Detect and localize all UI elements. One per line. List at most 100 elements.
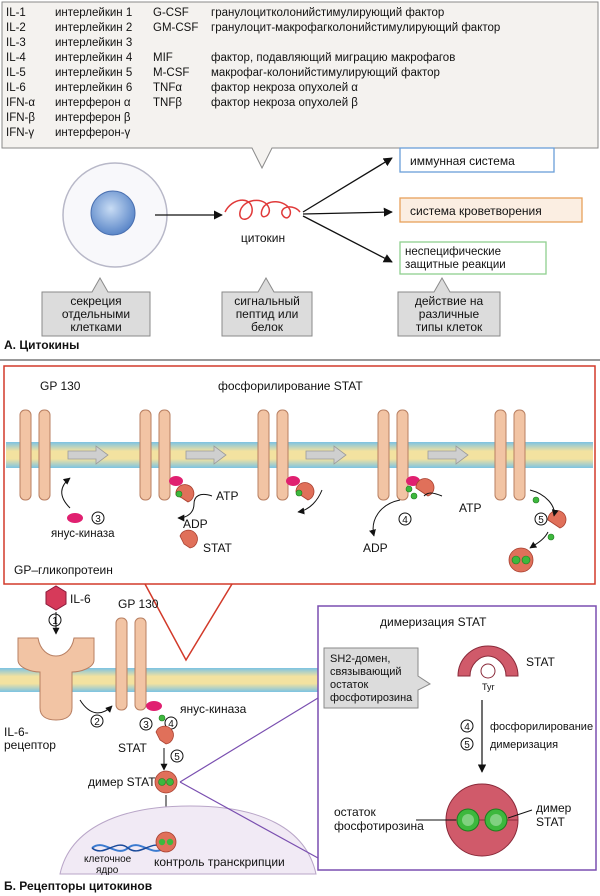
- legend-abbr: IFN-γ: [6, 127, 34, 139]
- stat-monomer-icon: [457, 645, 519, 677]
- step-number: 3: [95, 514, 101, 525]
- legend-rows: IL-1 интерлейкин 1 G-CSF гранулоцитколон…: [6, 7, 500, 139]
- svg-text:остаток: остаток: [330, 679, 368, 691]
- target-blood: система кроветворения: [410, 204, 542, 218]
- arrow-defense: [302, 215, 393, 263]
- cytokine-label: цитокин: [241, 231, 285, 245]
- nucleus-label-1: клеточное: [84, 854, 132, 865]
- legend-abbr: IFN-β: [6, 112, 35, 124]
- target-immune: иммунная система: [410, 154, 515, 168]
- curve-arrow: [297, 489, 323, 515]
- legend-abbr: IL-5: [6, 67, 26, 79]
- stat-dimer-nucleus-icon: [155, 831, 177, 853]
- legend-name: интерлейкин 2: [55, 22, 132, 34]
- note-signal: сигнальный пептид или белок: [221, 276, 313, 337]
- phosphorylation-title: фосфорилирование STAT: [218, 379, 363, 393]
- curve-arrow: [529, 531, 549, 549]
- step-badge: [460, 719, 474, 733]
- legend-name: интерферон α: [55, 97, 131, 109]
- stat-label-panel: STAT: [526, 655, 556, 669]
- gp130-bar: [115, 617, 128, 711]
- receptors-top: [19, 409, 526, 501]
- step-badge: [398, 512, 412, 526]
- svg-text:SH2-домен,: SH2-домен,: [330, 653, 390, 665]
- pointer-line: [507, 809, 533, 819]
- janus-label-top: янус-киназа: [51, 528, 115, 540]
- stat-dimer-icon: [154, 770, 178, 794]
- step-badge: [534, 512, 548, 526]
- legend-name: интерлейкин 1: [55, 7, 132, 19]
- progress-arrows: [67, 445, 469, 465]
- legend-name: интерлейкин 5: [55, 67, 132, 79]
- arrow-immune: [302, 157, 393, 213]
- atp-label-1: ATP: [216, 489, 238, 503]
- residue-label-2: фосфотирозина: [334, 819, 424, 833]
- legend-name: интерферон β: [55, 112, 131, 124]
- step-number: 5: [538, 515, 544, 526]
- step-number: 4: [168, 719, 174, 730]
- adp-label-2: ADP: [363, 541, 388, 555]
- dimerization-title: димеризация STAT: [380, 615, 487, 629]
- stat-dimer-top-icon: [508, 547, 534, 573]
- panel-connector-purple: [179, 697, 319, 859]
- svg-text:клетками: клетками: [70, 320, 121, 334]
- adp-label-1: ADP: [183, 517, 208, 531]
- stat-label-top: STAT: [203, 541, 233, 555]
- stat-dimer-large-icon: [445, 783, 519, 857]
- dimer-label-panel-1: димер: [536, 801, 572, 815]
- tyr-label: Tyr: [482, 682, 495, 692]
- step-badge: [139, 717, 153, 731]
- sh2-pocket: [480, 663, 496, 679]
- il6-receptor: [17, 637, 95, 721]
- svg-text:отдельными: отдельными: [62, 307, 130, 321]
- dna-icon: [91, 844, 165, 852]
- step-number: 2: [94, 717, 100, 728]
- phosphate-icons-top: [175, 485, 555, 541]
- step-badge: [48, 613, 62, 627]
- step-number: 5: [174, 752, 180, 763]
- svg-text:типы клеток: типы клеток: [416, 320, 483, 334]
- stat-icon: [155, 725, 174, 745]
- step-number: 5: [464, 740, 470, 751]
- svg-text:действие на: действие на: [415, 294, 484, 308]
- target-immune-box: [399, 147, 555, 173]
- legend-abbr2: TNFβ: [153, 97, 182, 109]
- curve-arrow: [177, 503, 195, 522]
- legend-name: интерлейкин 3: [55, 37, 132, 49]
- janus-label-bottom: янус-киназа: [180, 702, 247, 716]
- legend-desc2: макрофаг-колонийстимулирующий фактор: [211, 67, 440, 79]
- legend-desc2: фактор некроза опухолей β: [211, 97, 358, 109]
- curve-arrow: [529, 489, 559, 517]
- stat-icons-top: [175, 478, 567, 549]
- cytokine-squiggle-icon: [224, 199, 301, 220]
- secreting-cell: [62, 162, 168, 268]
- legend-desc2: фактор, подавляющий миграцию макрофагов: [211, 52, 455, 64]
- gp130-label-bottom: GP 130: [118, 597, 159, 611]
- target-defense-box: [399, 241, 547, 275]
- step-badge: [90, 714, 104, 728]
- residue-label-1: остаток: [334, 805, 376, 819]
- legend-abbr2: MIF: [153, 52, 173, 64]
- legend-abbr2: TNFα: [153, 82, 182, 94]
- nucleus-label-2: ядро: [96, 865, 119, 876]
- panel-connector: [144, 583, 233, 662]
- receptor-label-1: IL-6-: [4, 725, 29, 739]
- legend-abbr: IL-1: [6, 7, 26, 19]
- phosphate-icon: [158, 714, 166, 722]
- curve-arrow: [61, 477, 71, 509]
- receptor-label-2: рецептор: [4, 738, 56, 752]
- sh2-note: SH2-домен, связывающий остаток фосфотиро…: [323, 647, 431, 709]
- gp130-label-top: GP 130: [40, 379, 81, 393]
- svg-text:секреция: секреция: [70, 294, 121, 308]
- svg-text:пептид или: пептид или: [236, 307, 299, 321]
- target-defense-1: неспецифические: [405, 246, 501, 258]
- section-b-title: Б. Рецепторы цитокинов: [4, 879, 152, 893]
- il6-icon: [45, 585, 67, 611]
- arrow-blood: [302, 207, 393, 217]
- step-badge: [460, 737, 474, 751]
- transcription-label: контроль транскрипции: [154, 855, 285, 869]
- legend-abbr: IL-6: [6, 82, 26, 94]
- legend-abbr: IL-4: [6, 52, 26, 64]
- target-blood-box: [399, 197, 583, 223]
